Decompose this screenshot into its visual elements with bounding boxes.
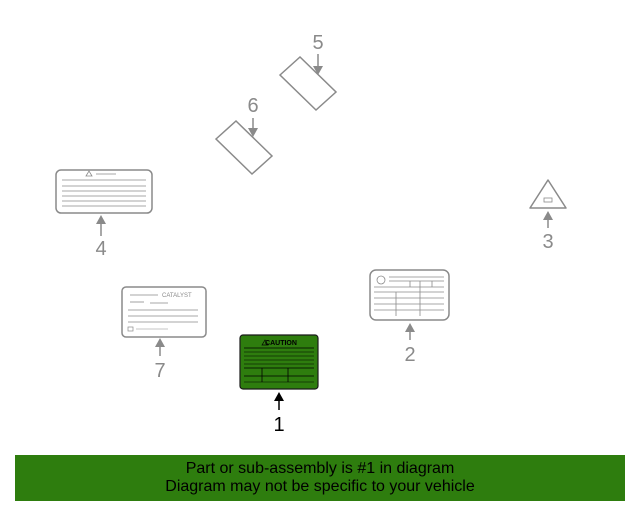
banner-line-2: Diagram may not be specific to your vehi…	[165, 478, 475, 495]
callout-1: 1	[273, 414, 284, 436]
part-3-label[interactable]: 3	[529, 179, 567, 253]
callout-5: 5	[312, 32, 323, 54]
callout-2: 2	[404, 344, 415, 366]
callout-6: 6	[247, 95, 258, 117]
part-7-label[interactable]: CATALYST 7	[121, 286, 207, 382]
part-1-caution-label[interactable]: CAUTION 1	[239, 334, 319, 436]
caution-text: CAUTION	[265, 340, 297, 347]
part-4-label[interactable]: 4	[55, 169, 153, 260]
part-5-label[interactable]: 5	[278, 32, 338, 112]
callout-7: 7	[154, 360, 165, 382]
banner-line-1: Part or sub-assembly is #1 in diagram	[185, 460, 455, 477]
callout-3: 3	[542, 231, 553, 253]
callout-4: 4	[95, 238, 106, 260]
info-banner: Part or sub-assembly is #1 in diagram Di…	[15, 455, 625, 501]
part-6-label[interactable]: 6	[214, 95, 274, 176]
catalyst-text: CATALYST	[162, 293, 192, 299]
part-2-label[interactable]: 2	[369, 269, 450, 366]
parts-diagram: 5 6 4 3	[55, 32, 567, 436]
